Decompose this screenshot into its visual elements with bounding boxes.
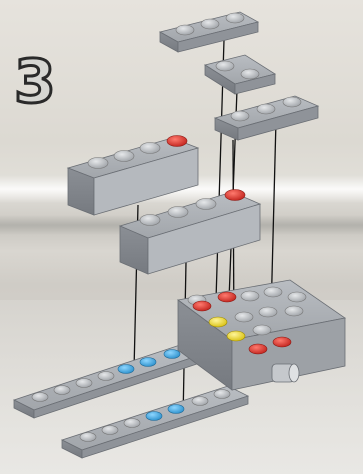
plate-1x3-top	[160, 12, 258, 52]
base-assembly	[14, 280, 345, 458]
brick-1x4-lower	[120, 190, 260, 275]
technic-pin	[272, 364, 299, 382]
plate-1x3-right	[215, 96, 318, 140]
plate-1x2	[205, 55, 275, 94]
brick-1x4-upper	[68, 136, 198, 216]
